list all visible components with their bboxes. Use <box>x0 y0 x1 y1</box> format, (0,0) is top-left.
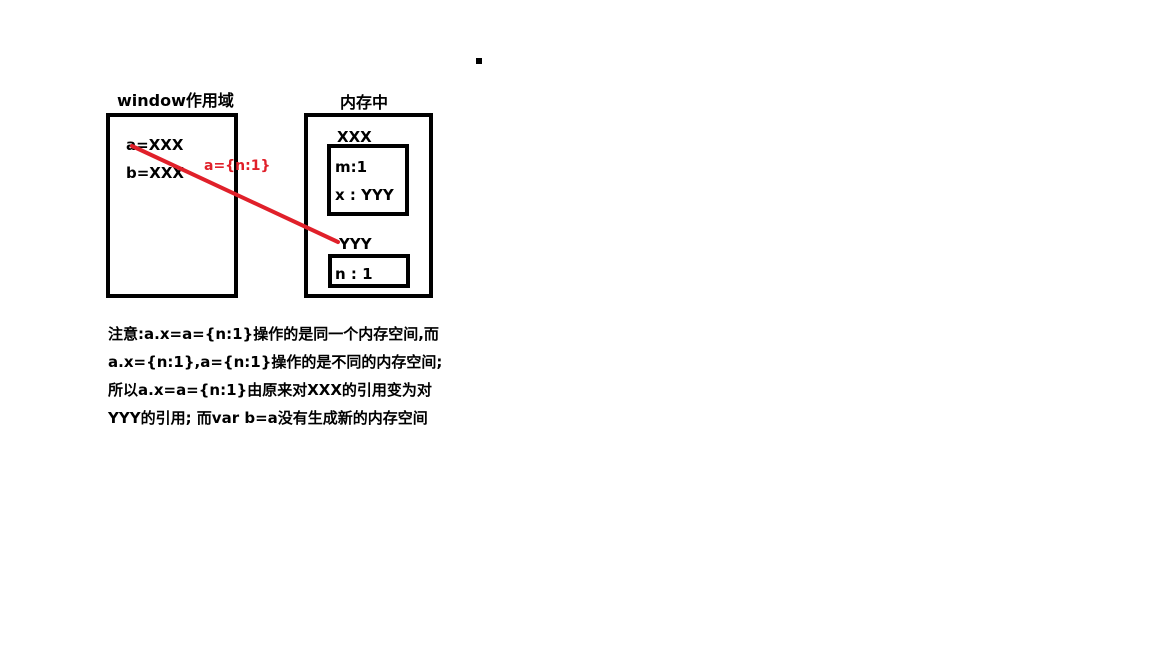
window-scope-title: window作用域 <box>117 91 234 110</box>
object-xxx-prop-m: m:1 <box>335 158 368 176</box>
note-line: 注意:a.x=a={n:1}操作的是同一个内存空间,而 <box>108 325 439 343</box>
object-yyy-label: YYY <box>339 235 372 253</box>
object-xxx-label: XXX <box>337 128 372 146</box>
note-line: 所以a.x=a={n:1}由原来对XXX的引用变为对 <box>108 381 432 399</box>
memory-title: 内存中 <box>340 93 389 112</box>
note-line: YYY的引用; 而var b=a没有生成新的内存空间 <box>108 409 428 427</box>
memory-box <box>304 113 433 298</box>
reference-line <box>130 144 340 244</box>
marker-dot <box>476 58 482 64</box>
var-b-label: b=XXX <box>126 164 185 182</box>
note-paragraph: 注意:a.x=a={n:1}操作的是同一个内存空间,而 a.x={n:1},a=… <box>108 320 442 432</box>
object-yyy-prop-n: n : 1 <box>335 265 373 283</box>
note-line: a.x={n:1},a={n:1}操作的是不同的内存空间; <box>108 353 443 371</box>
window-scope-box <box>106 113 238 298</box>
pointer-label: a={n:1} <box>204 158 271 174</box>
object-yyy-box <box>328 254 410 288</box>
object-xxx-box <box>327 144 409 216</box>
object-xxx-prop-x: x : YYY <box>335 186 394 204</box>
